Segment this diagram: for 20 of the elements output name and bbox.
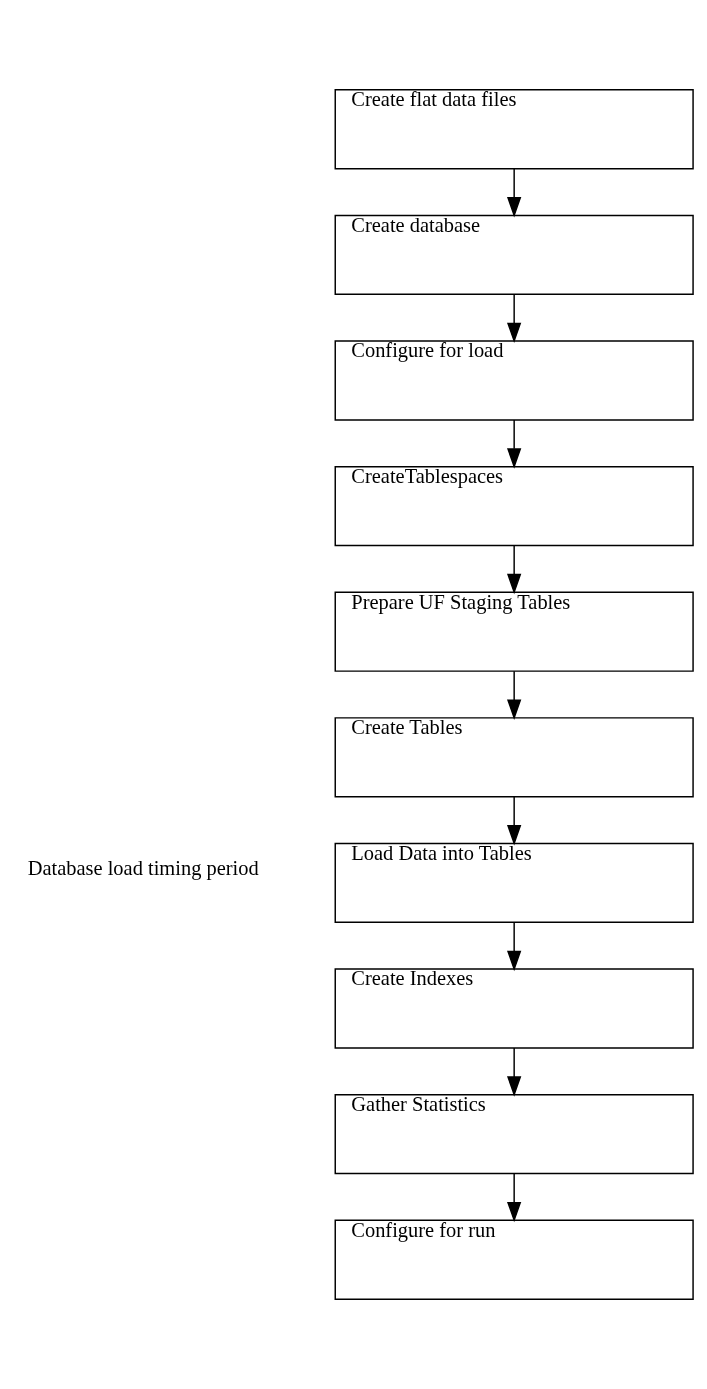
node-box: Prepare UF Staging Tables <box>334 591 694 672</box>
node-box: Load Data into Tables <box>334 842 694 924</box>
node-box: CreateTablespaces <box>334 465 694 547</box>
node-box: Configure for load <box>334 340 694 421</box>
node-box: Create flat data files <box>334 89 694 170</box>
arrow <box>507 670 522 720</box>
node-box: Configure for run <box>334 1219 694 1300</box>
arrow <box>507 419 522 469</box>
arrow <box>507 796 522 846</box>
arrow <box>507 168 522 218</box>
arrow <box>507 1173 522 1223</box>
arrow <box>507 921 522 972</box>
node-box: Gather Statistics <box>334 1093 694 1175</box>
arrow <box>507 544 522 595</box>
label: Database load timing period <box>27 857 259 880</box>
node-box: Create Tables <box>334 717 694 798</box>
node-box: Create database <box>334 214 694 296</box>
arrow <box>507 1047 522 1097</box>
arrow <box>507 293 522 344</box>
node-box: Create Indexes <box>334 968 694 1049</box>
